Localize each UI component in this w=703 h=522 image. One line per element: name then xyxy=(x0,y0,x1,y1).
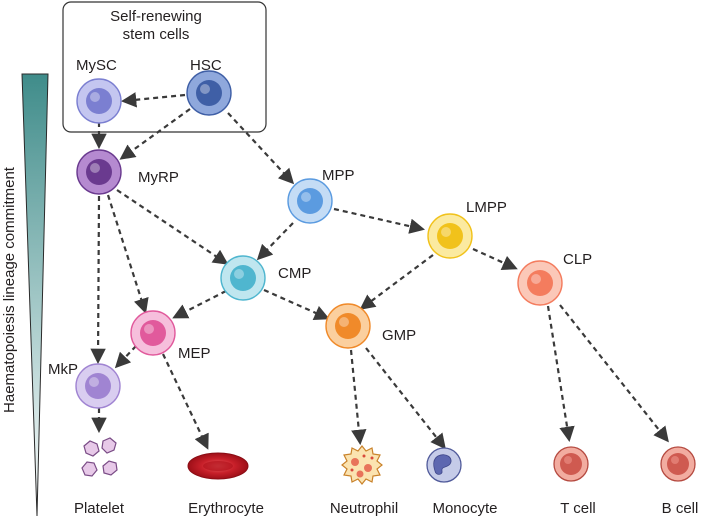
label-clp: CLP xyxy=(563,251,592,268)
arrow-hsc-myrp xyxy=(119,108,191,160)
label-mpp: MPP xyxy=(322,167,355,184)
bcell-icon xyxy=(660,446,696,482)
label-mep: MEP xyxy=(178,345,211,362)
neutrophil-icon xyxy=(341,445,383,485)
platelets xyxy=(81,437,118,477)
arrow-mpp-cmp xyxy=(256,222,294,261)
mkp-cell-icon xyxy=(75,363,121,409)
mysc-cell-icon xyxy=(76,78,122,124)
platelet-icon xyxy=(101,437,117,454)
arrow-myrp-mep xyxy=(106,194,149,314)
label-bcell: B cell xyxy=(662,500,699,517)
stem-box-title-line1: Self-renewing xyxy=(110,8,202,25)
label-erythrocyte: Erythrocyte xyxy=(188,500,264,517)
arrow-lmpp-clp xyxy=(472,247,518,270)
arrow-gmp-neutrophil xyxy=(349,349,367,446)
label-monocyte: Monocyte xyxy=(432,500,497,517)
label-platelet: Platelet xyxy=(74,500,125,517)
platelet-icon xyxy=(83,440,100,457)
label-myrp: MyRP xyxy=(138,169,179,186)
label-hsc: HSC xyxy=(190,57,222,74)
arrow-hsc-mpp xyxy=(227,112,295,185)
label-cmp: CMP xyxy=(278,265,311,282)
hsc-cell-icon xyxy=(186,70,232,116)
myrp-cell-icon xyxy=(76,149,122,195)
arrow-gmp-monocyte xyxy=(365,347,446,450)
axis-label: Haematopoiesis lineage commitment xyxy=(1,166,18,413)
mep-cell-icon xyxy=(130,310,176,356)
label-mysc: MySC xyxy=(76,57,117,74)
tcell-icon xyxy=(553,446,589,482)
mpp-cell-icon xyxy=(287,178,333,224)
stem-box-title-line2: stem cells xyxy=(123,26,190,43)
label-neutrophil: Neutrophil xyxy=(330,500,398,517)
arrow-clp-tcell xyxy=(546,305,575,443)
label-tcell: T cell xyxy=(560,500,596,517)
platelet-icon xyxy=(81,461,98,477)
lineage-commitment-wedge xyxy=(21,73,49,517)
label-gmp: GMP xyxy=(382,327,416,344)
erythrocyte-center xyxy=(203,461,233,471)
gmp-cell-icon xyxy=(325,303,371,349)
monocyte-icon xyxy=(426,447,462,483)
arrow-cmp-mep xyxy=(172,290,227,319)
arrow-mep-mkp xyxy=(114,345,137,369)
progenitor-cells xyxy=(75,70,563,409)
arrow-clp-bcell xyxy=(559,304,669,443)
arrow-myrp-cmp xyxy=(116,189,229,265)
arrow-mep-erythrocyte xyxy=(162,353,209,450)
clp-cell-icon xyxy=(517,260,563,306)
arrow-hsc-mysc xyxy=(120,92,186,108)
cmp-cell-icon xyxy=(220,255,266,301)
lmpp-cell-icon xyxy=(427,213,473,259)
label-mkp: MkP xyxy=(48,361,78,378)
arrow-myrp-mkp xyxy=(90,195,106,365)
platelet-icon xyxy=(102,460,118,476)
lineage-arrows xyxy=(90,92,669,450)
arrow-cmp-gmp xyxy=(263,288,330,321)
label-lmpp: LMPP xyxy=(466,199,507,216)
arrow-mpp-lmpp xyxy=(333,207,426,234)
arrow-lmpp-gmp xyxy=(359,254,434,310)
